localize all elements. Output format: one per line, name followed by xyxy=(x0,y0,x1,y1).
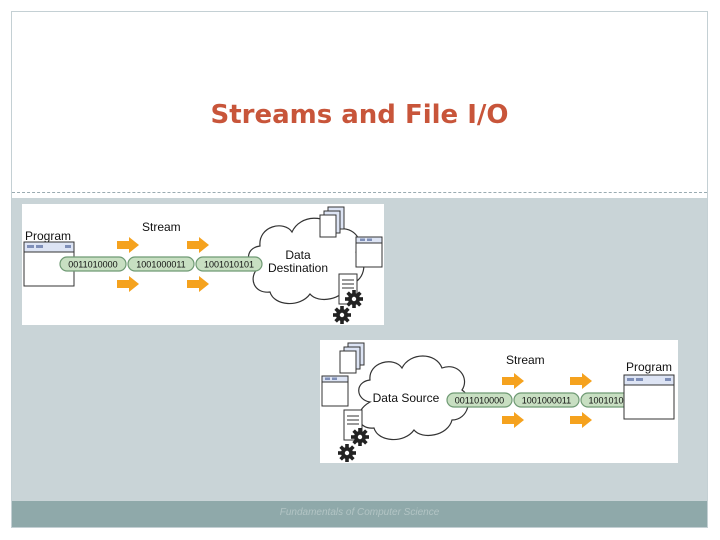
arrow-icon xyxy=(502,412,524,428)
input-stream-svg: Data Source Stream 0011010000 xyxy=(321,342,675,462)
output-stream-diagram: Program Stream Data Destination 00110100… xyxy=(22,204,384,325)
stream-label: Stream xyxy=(142,220,181,234)
cloud-label: Data Source xyxy=(373,391,440,405)
cloud-label-line1: Data xyxy=(285,248,311,262)
slide-title: Streams and File I/O xyxy=(210,100,509,130)
arrow-icon xyxy=(187,276,209,292)
title-area: Streams and File I/O xyxy=(12,12,707,192)
arrow-group-bottom xyxy=(117,276,209,292)
stream-label: Stream xyxy=(506,353,545,367)
document-icon xyxy=(339,342,365,374)
arrow-icon xyxy=(570,373,592,389)
title-divider xyxy=(12,192,707,193)
arrow-icon xyxy=(502,373,524,389)
svg-text:1001000011: 1001000011 xyxy=(136,260,185,270)
svg-text:1001010101: 1001010101 xyxy=(588,396,638,406)
slide-footer: Fundamentals of Computer Science xyxy=(12,501,707,527)
svg-text:1001000011: 1001000011 xyxy=(522,396,571,406)
svg-text:0011010000: 0011010000 xyxy=(68,260,117,270)
input-stream-diagram: Data Source Stream 0011010000 xyxy=(320,340,678,463)
arrow-group-bottom xyxy=(502,412,592,428)
bit-segment: 1001010101 xyxy=(195,256,263,272)
arrow-icon xyxy=(187,237,209,253)
monitor-icon xyxy=(355,236,383,268)
svg-text:1001010101: 1001010101 xyxy=(204,260,254,270)
svg-text:0011010000: 0011010000 xyxy=(455,396,504,406)
arrow-icon xyxy=(117,276,139,292)
document-icon xyxy=(319,206,345,238)
bit-segment: 0011010000 xyxy=(446,392,513,408)
arrow-group-top xyxy=(117,237,209,253)
cloud-shape xyxy=(358,355,469,441)
program-label: Program xyxy=(25,229,71,243)
output-stream-svg: Program Stream Data Destination 00110100… xyxy=(23,206,383,324)
bit-segment: 0011010000 xyxy=(59,256,127,272)
program-label: Program xyxy=(626,360,672,374)
arrow-group-top xyxy=(502,373,592,389)
bit-segment: 1001000011 xyxy=(127,256,195,272)
arrow-icon xyxy=(570,412,592,428)
bit-segment: 1001000011 xyxy=(513,392,580,408)
arrow-icon xyxy=(117,237,139,253)
cloud-label-line2: Destination xyxy=(268,261,328,275)
monitor-icon xyxy=(321,375,349,407)
footer-text: Fundamentals of Computer Science xyxy=(279,507,440,518)
program-window-icon xyxy=(623,374,675,420)
